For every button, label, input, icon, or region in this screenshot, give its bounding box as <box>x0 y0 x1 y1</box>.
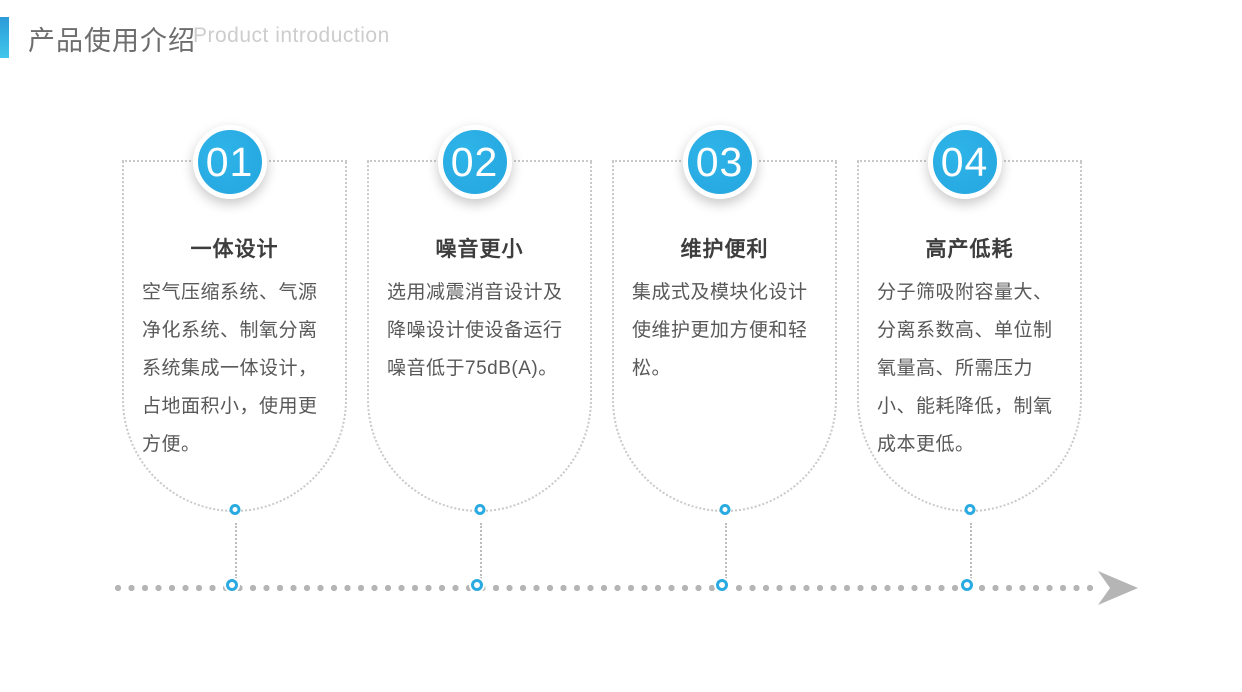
page-title: 产品使用介绍 <box>28 26 196 56</box>
step-number-badge: 04 <box>927 125 1002 199</box>
card-connector-line <box>724 523 727 579</box>
card-body: 选用减震消音设计及降噪设计使设备运行噪音低于75dB(A)。 <box>387 282 563 379</box>
step-column-2: 02 噪音更小 选用减震消音设计及降噪设计使设备运行噪音低于75dB(A)。 <box>367 125 592 620</box>
card: 01 一体设计 空气压缩系统、气源净化系统、制氧分离系统集成一体设计，占地面积小… <box>122 125 347 512</box>
step-number-badge: 02 <box>437 125 512 199</box>
card-body: 空气压缩系统、气源净化系统、制氧分离系统集成一体设计，占地面积小，使用更方便。 <box>142 282 318 455</box>
card: 04 高产低耗 分子筛吸附容量大、分离系数高、单位制氧量高、所需压力小、能耗降低… <box>857 125 1082 512</box>
timeline-node-3 <box>716 579 728 591</box>
step-column-1: 01 一体设计 空气压缩系统、气源净化系统、制氧分离系统集成一体设计，占地面积小… <box>122 125 347 620</box>
timeline-node-1 <box>226 579 238 591</box>
step-column-4: 04 高产低耗 分子筛吸附容量大、分离系数高、单位制氧量高、所需压力小、能耗降低… <box>857 125 1082 620</box>
step-number-badge: 01 <box>192 125 267 199</box>
card: 03 维护便利 集成式及模块化设计使维护更加方便和轻松。 <box>612 125 837 512</box>
timeline-dotted-line <box>114 584 1096 592</box>
card: 02 噪音更小 选用减震消音设计及降噪设计使设备运行噪音低于75dB(A)。 <box>367 125 592 512</box>
step-column-3: 03 维护便利 集成式及模块化设计使维护更加方便和轻松。 <box>612 125 837 620</box>
timeline-node-2 <box>471 579 483 591</box>
card-body: 集成式及模块化设计使维护更加方便和轻松。 <box>632 282 808 379</box>
card-bottom-node <box>229 504 240 515</box>
card-bottom-node <box>719 504 730 515</box>
card-connector-line <box>969 523 972 579</box>
card-bottom-node <box>964 504 975 515</box>
page-subtitle: Product introduction <box>193 24 390 47</box>
timeline-node-4 <box>961 579 973 591</box>
card-title: 噪音更小 <box>435 238 524 261</box>
card-title: 一体设计 <box>190 238 279 261</box>
title-accent-bar <box>0 17 9 58</box>
card-connector-line <box>234 523 237 579</box>
card-body: 分子筛吸附容量大、分离系数高、单位制氧量高、所需压力小、能耗降低，制氧成本更低。 <box>877 282 1053 455</box>
card-connector-line <box>479 523 482 579</box>
arrow-right-icon <box>1098 571 1138 605</box>
card-title: 高产低耗 <box>925 238 1014 261</box>
card-title: 维护便利 <box>680 238 769 261</box>
step-number-badge: 03 <box>682 125 757 199</box>
card-bottom-node <box>474 504 485 515</box>
